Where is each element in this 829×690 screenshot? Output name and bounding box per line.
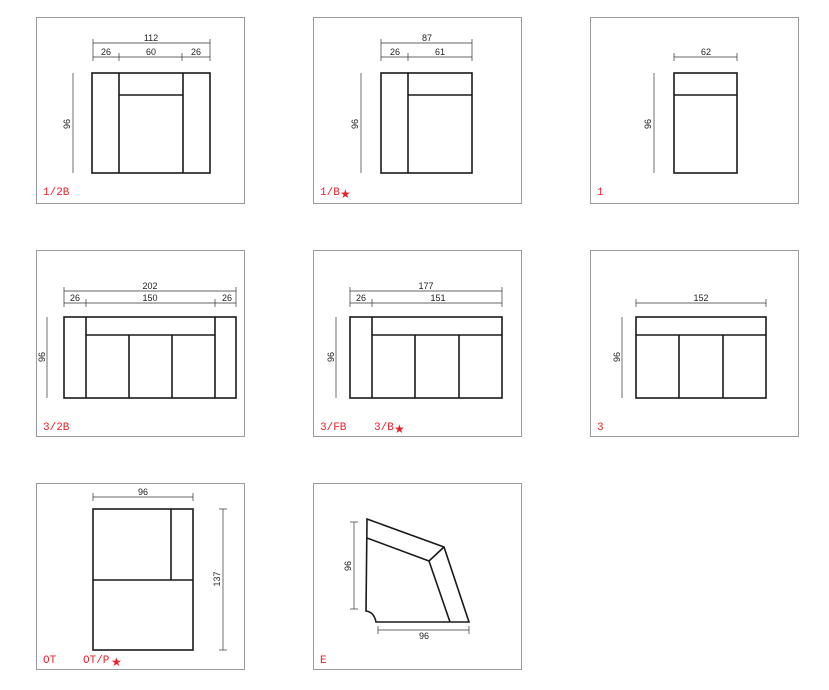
star-icon: ★	[394, 422, 405, 436]
module-drawing-3: 152 96	[612, 293, 767, 399]
sofa-outline	[380, 72, 473, 174]
module-panel-ot: 96 137 OT OT/P ★	[36, 483, 245, 670]
dim-arm-left: 26	[70, 293, 80, 303]
module-code-alt: OT/P	[83, 655, 110, 667]
dim-height: 96	[612, 352, 622, 362]
module-drawing-1-2b: 112 26 60 26 96	[62, 33, 211, 174]
sofa-outline	[673, 72, 738, 174]
sofa-outline	[63, 316, 237, 399]
dim-total: 177	[418, 281, 433, 291]
module-panel-e: 96 96 E	[313, 483, 522, 670]
dim-width: 96	[138, 487, 148, 497]
corner-outline	[365, 517, 471, 623]
dim-arm: 26	[356, 293, 366, 303]
module-code-alt: 3/B	[374, 422, 394, 434]
star-icon: ★	[111, 655, 122, 669]
dim-seat: 60	[146, 47, 156, 57]
module-panel-3-2b: 202 26 150 26 96 3/2B	[36, 250, 245, 437]
module-drawing-1-b: 87 26 61 96	[350, 33, 473, 174]
module-panel-3: 152 96 3	[590, 250, 799, 437]
dim-width: 96	[419, 631, 429, 641]
module-code: 3/FB	[320, 422, 347, 434]
module-panel-1-2b: 112 26 60 26 96 1/2B	[36, 17, 245, 204]
module-drawing-3-2b: 202 26 150 26 96	[37, 281, 237, 399]
dim-arm-right: 26	[222, 293, 232, 303]
sofa-outline	[349, 316, 503, 399]
module-code: 3	[597, 422, 604, 434]
dim-total: 152	[693, 293, 708, 303]
sofa-outline	[91, 72, 211, 174]
dim-height: 96	[37, 352, 47, 362]
dim-total: 112	[144, 33, 158, 43]
dim-arm-right: 26	[191, 47, 201, 57]
dim-seat: 151	[430, 293, 445, 303]
module-drawing-3-fb: 177 26 151 96	[326, 281, 503, 399]
module-panel-1-b: 87 26 61 96 1/B ★	[313, 17, 522, 204]
dim-height: 96	[343, 561, 353, 571]
module-code: 1	[597, 187, 604, 199]
dim-height: 96	[643, 119, 653, 129]
dim-arm-left: 26	[101, 47, 111, 57]
dim-length: 137	[212, 571, 222, 586]
dim-total: 62	[701, 47, 711, 57]
module-code: 3/2B	[43, 422, 70, 434]
sofa-outline	[635, 316, 767, 399]
module-panel-1: 62 96 1	[590, 17, 799, 204]
dim-seat: 150	[142, 293, 157, 303]
dim-height: 96	[350, 119, 360, 129]
star-icon: ★	[340, 187, 351, 201]
module-code: 1/2B	[43, 187, 70, 199]
module-code: OT	[43, 655, 57, 667]
dim-arm: 26	[390, 47, 400, 57]
dim-seat: 61	[435, 47, 445, 57]
module-drawing-e: 96 96	[343, 517, 471, 641]
module-drawing-ot: 96 137	[92, 487, 227, 651]
dim-total: 202	[142, 281, 157, 291]
dim-height: 96	[326, 352, 336, 362]
module-code: 1/B	[320, 187, 340, 199]
module-drawing-1: 62 96	[643, 47, 738, 174]
dim-total: 87	[422, 33, 432, 43]
module-code: E	[320, 655, 327, 667]
dim-height: 96	[62, 119, 72, 129]
module-panel-3-fb: 177 26 151 96 3/FB 3/B ★	[313, 250, 522, 437]
